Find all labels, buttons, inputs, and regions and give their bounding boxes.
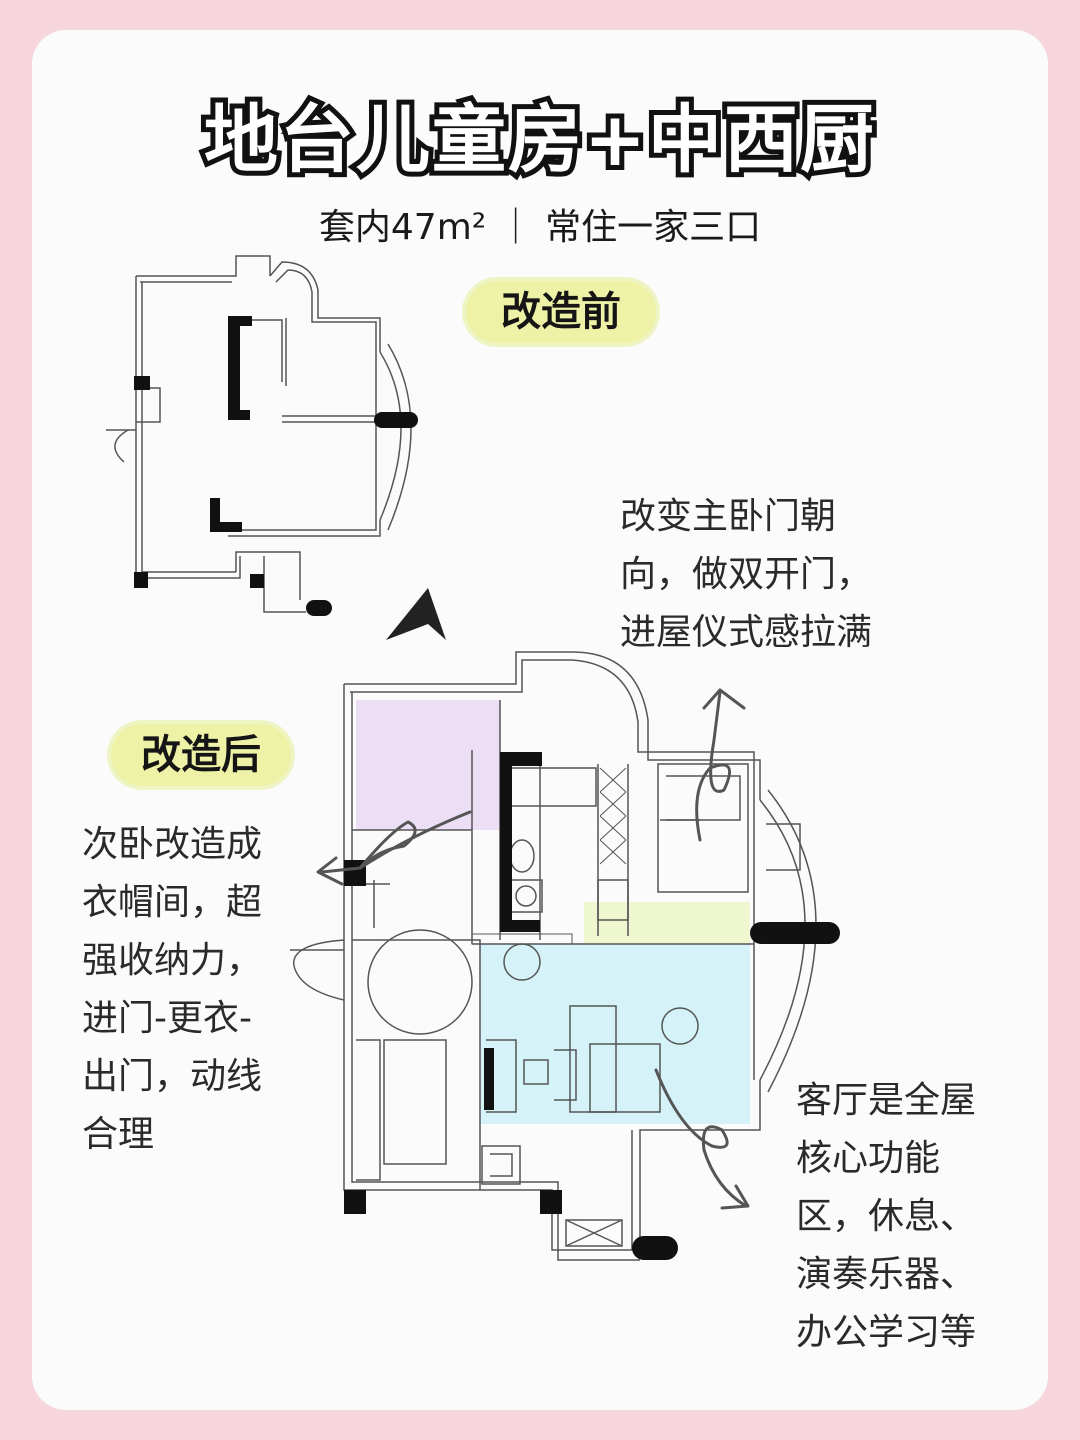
note-master-bedroom-door: 改变主卧门朝 向，做双开门， 进屋仪式感拉满 <box>620 496 873 653</box>
living-zone <box>480 944 750 1124</box>
wardrobe-zone <box>356 700 500 830</box>
page-subtitle: 套内47m² ｜ 常住一家三口 <box>318 207 762 248</box>
page-title-outline: 地台儿童房+中西厨 <box>199 92 879 188</box>
after-label: 改造后 <box>111 724 291 786</box>
note-wardrobe-room: 次卧改造成 衣帽间，超 强收纳力， 进门-更衣- 出门，动线 合理 <box>82 824 263 1155</box>
before-label: 改造前 <box>466 281 656 343</box>
content-card <box>32 30 1048 1410</box>
door-zone <box>584 902 750 944</box>
note-living-room: 客厅是全屋 核心功能 区，休息、 演奏乐器、 办公学习等 <box>796 1080 977 1353</box>
